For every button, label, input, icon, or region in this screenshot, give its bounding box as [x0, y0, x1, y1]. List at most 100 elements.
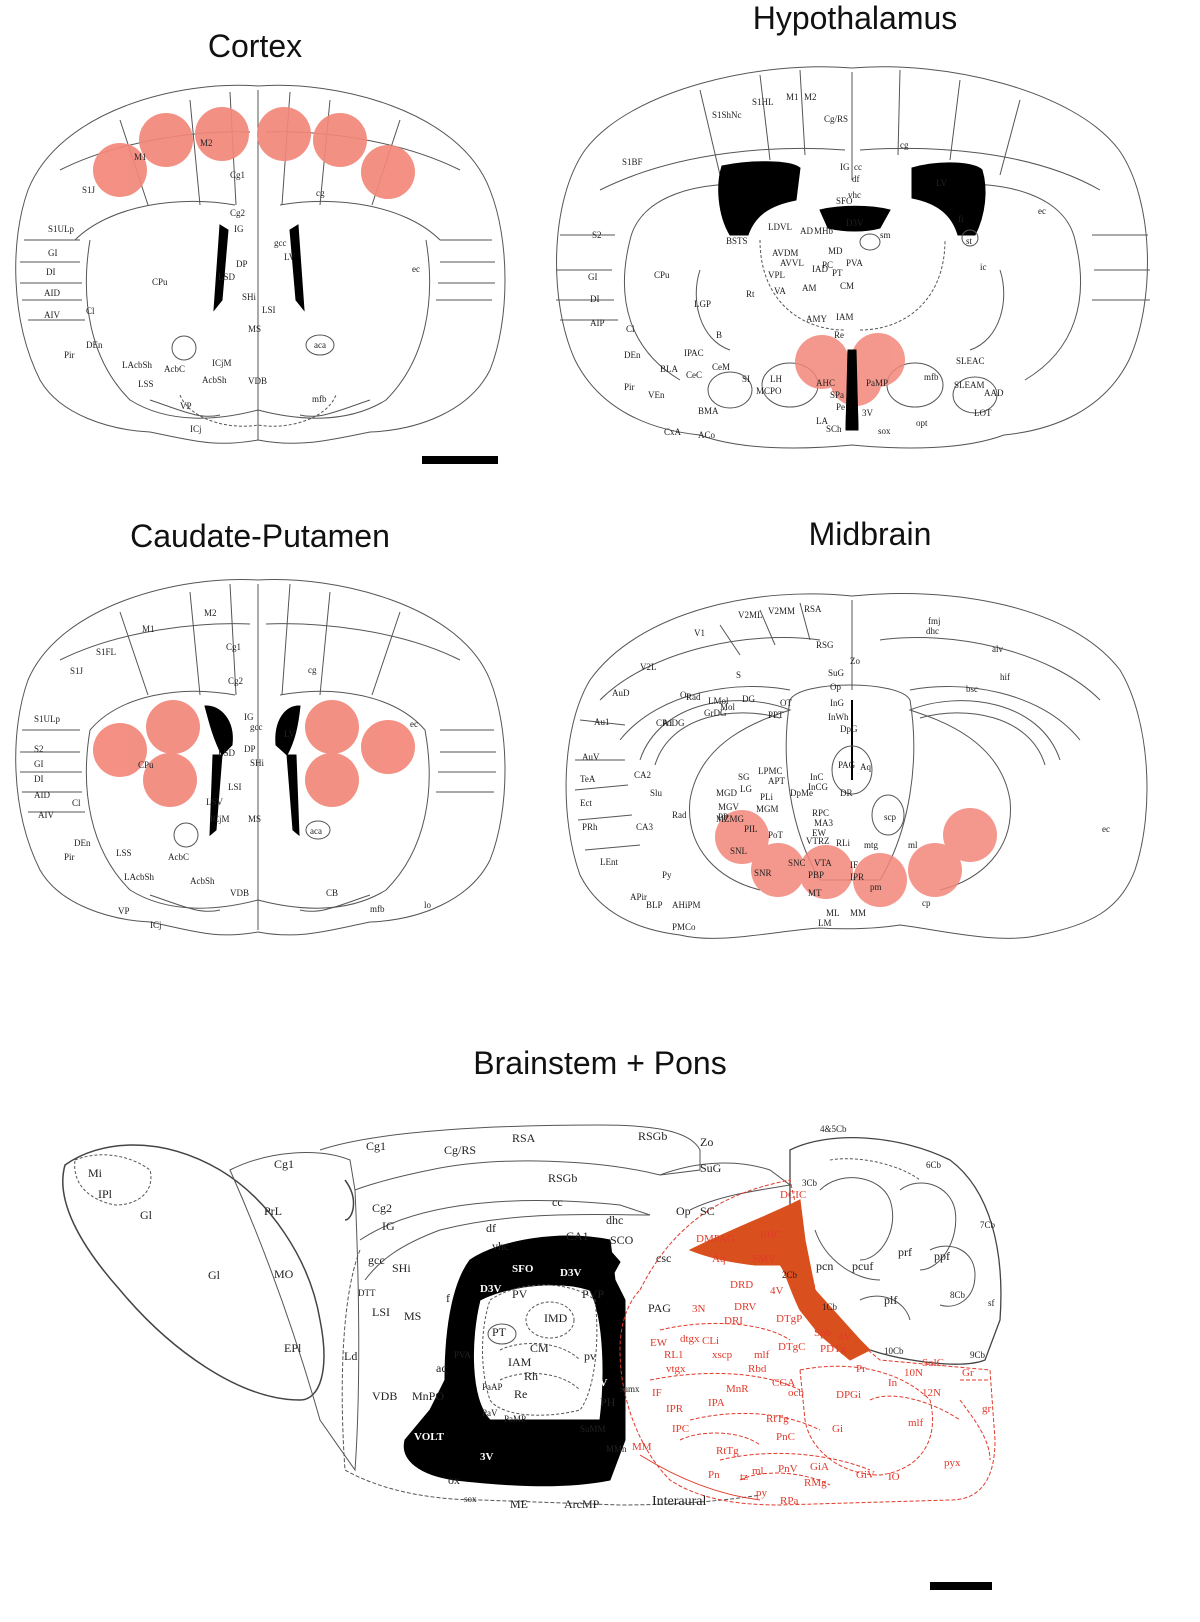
lbl-PT: PT — [832, 268, 843, 278]
cortex-site — [139, 113, 193, 167]
lbl-LSI: LSI — [262, 305, 276, 315]
lbl-MO: MO — [274, 1267, 294, 1281]
lbl-InG: InG — [830, 698, 844, 708]
lbl-Pn: Pn — [708, 1469, 720, 1481]
lbl-RtTg2: RtTg — [716, 1445, 739, 1457]
lbl-bsc: bsc — [966, 684, 978, 694]
lbl-Zo: Zo — [850, 656, 860, 666]
lbl-LDVL: LDVL — [768, 222, 792, 232]
lbl-S1J: S1J — [70, 666, 84, 676]
lbl-IG: IG — [244, 712, 254, 722]
lbl-6Cb: 6Cb — [926, 1160, 942, 1170]
lbl-DP: DP — [236, 259, 248, 269]
lbl-Re: Re — [834, 330, 844, 340]
lbl-Gi: Gi — [832, 1423, 843, 1435]
lbl-ArcMP: ArcMP — [564, 1497, 600, 1511]
hypo-d3v — [819, 205, 891, 232]
caudate-lv-left — [204, 705, 233, 756]
lbl-DI: DI — [590, 294, 600, 304]
lbl-In: In — [888, 1377, 898, 1389]
lbl-PVA: PVA — [454, 1350, 471, 1360]
lbl-SG: SG — [738, 772, 750, 782]
brainstem-labels-black: Mi IPl Gl Gl Cg1 PrL MO EPl Cg1 Cg/RS RS… — [88, 1124, 996, 1511]
lbl-PC: PC — [822, 260, 833, 270]
caudate-title: Caudate-Putamen — [130, 518, 390, 554]
lbl-LAcbSh: LAcbSh — [124, 872, 154, 882]
lbl-Py: Py — [662, 870, 672, 880]
lbl-InCG: InCG — [808, 782, 829, 792]
lbl-LSS: LSS — [116, 848, 132, 858]
lbl-Cg2: Cg2 — [228, 676, 243, 686]
lbl-M2: M2 — [200, 138, 213, 148]
lbl-MGM: MGM — [756, 804, 779, 814]
lbl-S1HL: S1HL — [752, 97, 774, 107]
lbl-SLEAC: SLEAC — [956, 356, 985, 366]
brainstem-3v — [403, 1235, 626, 1487]
lbl-BLP: BLP — [646, 900, 663, 910]
lbl-DPGi: DPGi — [836, 1389, 861, 1401]
lbl-LPMC: LPMC — [758, 766, 783, 776]
lbl-mfb: mfb — [312, 394, 327, 404]
lbl-SCO: SCO — [610, 1233, 634, 1247]
lbl-pcuf: pcuf — [852, 1259, 873, 1273]
lbl-fi: fi — [958, 214, 964, 224]
lbl-RLi: RLi — [836, 838, 851, 848]
lbl-RSGb: RSGb — [638, 1129, 667, 1143]
lbl-SNC: SNC — [788, 858, 806, 868]
lbl-Cl: Cl — [86, 306, 95, 316]
lbl-EW: EW — [812, 828, 826, 838]
lbl-AVVL: AVVL — [780, 258, 804, 268]
lbl-AcbC: AcbC — [168, 852, 189, 862]
lbl-RMg: RMg — [804, 1477, 827, 1489]
lbl-D3V2: D3V — [480, 1283, 501, 1295]
lbl-8Cb: 8Cb — [950, 1290, 966, 1300]
lbl-mfb: mfb — [924, 372, 939, 382]
lbl-DI: DI — [34, 774, 44, 784]
lbl-AID: AID — [44, 288, 60, 298]
cortex-outline — [15, 84, 506, 444]
lbl-dhc: dhc — [926, 626, 939, 636]
lbl-VA: VA — [774, 286, 786, 296]
lbl-EW: EW — [650, 1337, 668, 1349]
lbl-Pir: Pir — [624, 382, 635, 392]
lbl-Aq: Aq — [712, 1253, 726, 1265]
lbl-csc: csc — [656, 1251, 671, 1265]
hypothalamus-outline — [556, 66, 1148, 449]
lbl-dtgx: dtgx — [680, 1333, 700, 1345]
lbl-DMPAG: DMPAG — [696, 1233, 735, 1245]
lbl-PMCo: PMCo — [672, 922, 696, 932]
lbl-SHi: SHi — [250, 758, 265, 768]
lbl-IAD: IAD — [812, 264, 828, 274]
lbl-ACo: ACo — [698, 430, 716, 440]
lbl-Rad: Rad — [672, 810, 687, 820]
lbl-CPu: CPu — [138, 760, 154, 770]
lbl-D3V: D3V — [560, 1267, 581, 1279]
lbl-7Cb: 7Cb — [980, 1220, 996, 1230]
lbl-AuV: AuV — [582, 752, 600, 762]
lbl-Cg1: Cg1 — [226, 642, 241, 652]
lbl-Interaural: Interaural — [652, 1494, 707, 1509]
lbl-3N: 3N — [692, 1303, 706, 1315]
lbl-VP: VP — [118, 906, 130, 916]
lbl-gcc: gcc — [368, 1253, 385, 1267]
lbl-LG: LG — [740, 784, 752, 794]
brainstem-scale-bar — [930, 1582, 992, 1590]
lbl-Aq: Aq — [860, 762, 871, 772]
lbl-SFO: SFO — [836, 196, 853, 206]
lbl-RSG: RSG — [816, 640, 834, 650]
lbl-LOT: LOT — [974, 408, 992, 418]
lbl-ICjM: ICjM — [212, 358, 232, 368]
lbl-DTgC: DTgC — [778, 1341, 806, 1353]
midbrain-site — [853, 853, 907, 907]
lbl-aca: aca — [314, 340, 326, 350]
lbl-Au1: Au1 — [594, 717, 610, 727]
lbl-AAD: AAD — [984, 388, 1004, 398]
lbl-DEn: DEn — [86, 340, 103, 350]
lbl-PoDG: PoDG — [662, 718, 685, 728]
lbl-MGV: MGV — [718, 802, 740, 812]
lbl-CgRS: Cg/RS — [444, 1143, 476, 1157]
midbrain-section: V1 V2ML V2MM RSA RSG V2L S AuD Au1 AuV T… — [565, 592, 1148, 939]
lbl-VDB: VDB — [230, 888, 249, 898]
midbrain-highlight-circles — [715, 808, 997, 907]
lbl-py: py — [756, 1487, 768, 1499]
